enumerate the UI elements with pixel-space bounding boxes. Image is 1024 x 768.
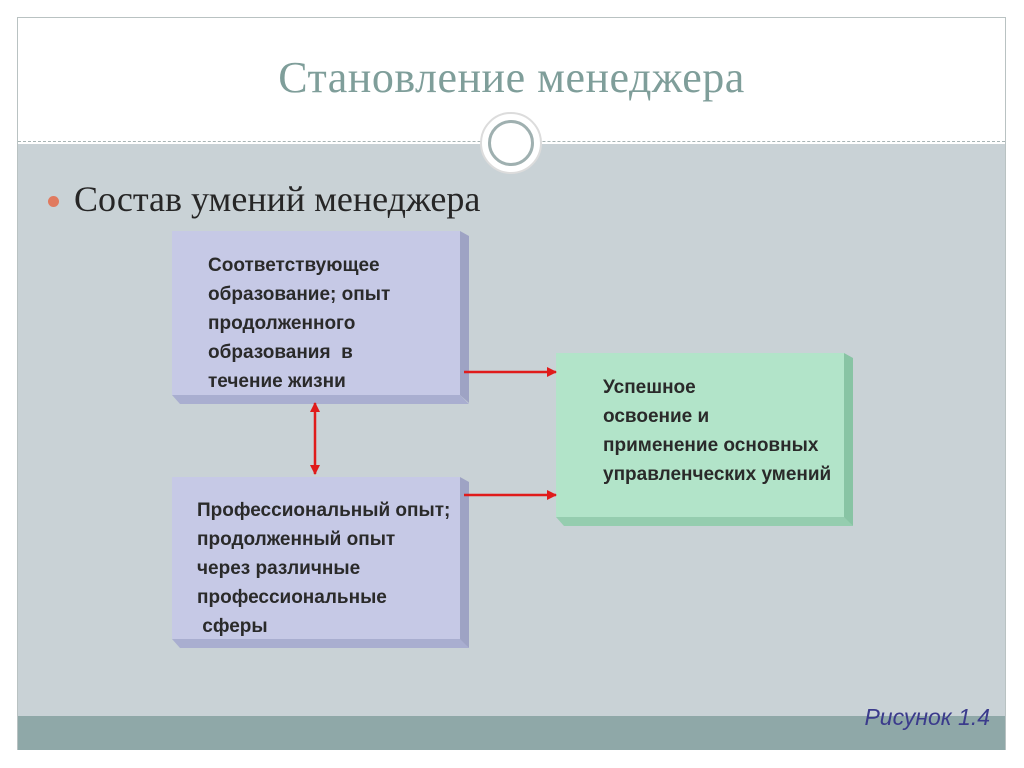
slide-title: Становление менеджера [278, 53, 745, 102]
bullet-heading: Состав умений менеджера [74, 179, 481, 219]
education-box: Соответствующее образование; опыт продол… [172, 231, 460, 395]
result-box: Успешное освоение и применение основных … [556, 353, 844, 517]
experience-box: Профессиональный опыт; продолженный опыт… [172, 477, 460, 639]
education-box-text: Соответствующее образование; опыт продол… [208, 255, 391, 392]
experience-box-bottom [172, 639, 469, 648]
decorative-ring-inner-icon [488, 120, 534, 166]
education-box-side [460, 231, 469, 403]
footer-band [18, 716, 1005, 750]
experience-box-side [460, 477, 469, 648]
result-box-text: Успешное освоение и применение основных … [603, 377, 832, 485]
result-box-side [844, 353, 853, 526]
bullet-dot-icon [48, 196, 59, 207]
education-box-bottom [172, 395, 469, 404]
result-box-bottom [556, 517, 853, 526]
figure-caption: Рисунок 1.4 [864, 704, 990, 730]
experience-box-text: Профессиональный опыт; продолженный опыт… [197, 500, 451, 637]
